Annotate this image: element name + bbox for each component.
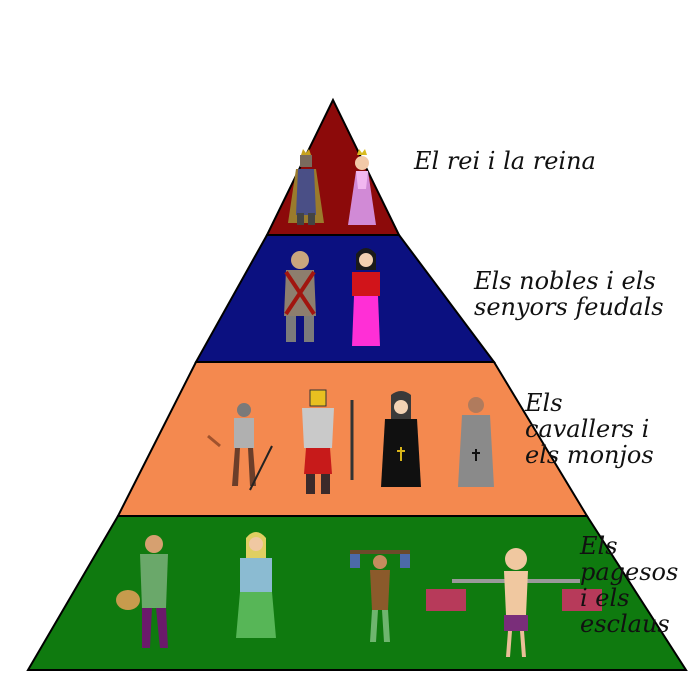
- carrier-figure: [350, 550, 410, 642]
- level-band-nobles: [194, 234, 496, 363]
- level-band-rei: [265, 97, 401, 236]
- level-label-rei: El rei i la reina: [414, 147, 596, 175]
- level-label-cavallers: Els cavallers i els monjos: [525, 389, 654, 469]
- king-figure: [288, 149, 324, 225]
- noble-man-figure: [284, 251, 316, 342]
- noble-woman-figure: [352, 248, 380, 346]
- soldier-figure: [207, 403, 273, 491]
- nun-figure: [381, 391, 421, 487]
- peasant-woman-figure: [236, 532, 276, 638]
- monk-figure: [458, 397, 494, 487]
- level-label-pagesos: Els pagesos i els esclaus: [580, 532, 679, 638]
- level-label-nobles: Els nobles i els senyors feudals: [474, 267, 664, 321]
- knight-figure: [302, 389, 354, 494]
- slave-figure: [426, 548, 602, 657]
- peasant-man-figure: [116, 535, 168, 648]
- queen-figure: [348, 149, 376, 225]
